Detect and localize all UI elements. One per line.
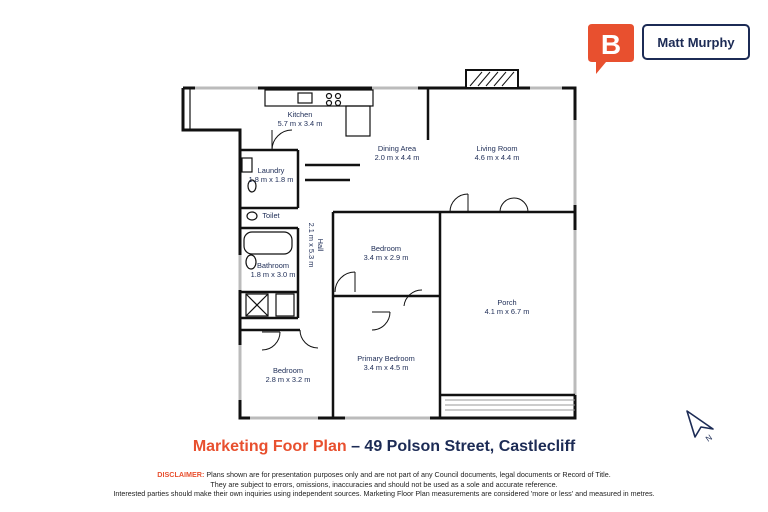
disclaimer: DISCLAIMER: Plans shown are for presenta… bbox=[60, 470, 708, 499]
room-size-primary-bedroom: 3.4 m x 4.5 m bbox=[364, 363, 409, 372]
room-name-primary-bedroom: Primary Bedroom bbox=[357, 354, 415, 363]
disclaimer-label: DISCLAIMER: bbox=[157, 470, 205, 479]
room-size-porch: 4.1 m x 6.7 m bbox=[485, 307, 530, 316]
room-name-living: Living Room bbox=[476, 144, 517, 153]
room-size-bedroom-1: 3.4 m x 2.9 m bbox=[364, 253, 409, 262]
room-size-bathroom: 1.8 m x 3.0 m bbox=[251, 270, 296, 279]
room-size-kitchen: 5.7 m x 3.4 m bbox=[278, 119, 323, 128]
disclaimer-line-1: Plans shown are for presentation purpose… bbox=[204, 470, 611, 479]
room-name-porch: Porch bbox=[497, 298, 516, 307]
brand: B Matt Murphy bbox=[584, 22, 754, 74]
b-logo-icon: B bbox=[588, 24, 634, 74]
room-size-dining: 2.0 m x 4.4 m bbox=[375, 153, 420, 162]
room-size-living: 4.6 m x 4.4 m bbox=[475, 153, 520, 162]
room-size-laundry: 1.8 m x 1.8 m bbox=[249, 175, 294, 184]
disclaimer-line-3: Interested parties should make their own… bbox=[113, 489, 655, 499]
room-name-toilet: Toilet bbox=[262, 211, 279, 220]
title-separator: – bbox=[346, 438, 365, 455]
room-size-bedroom-2: 2.8 m x 3.2 m bbox=[266, 375, 311, 384]
room-name-dining: Dining Area bbox=[378, 144, 417, 153]
title-address: 49 Polson Street, Castlecliff bbox=[364, 438, 576, 455]
room-size-hall: 2.1 m x 5.3 m bbox=[307, 223, 316, 268]
room-name-kitchen: Kitchen bbox=[288, 110, 313, 119]
svg-text:B: B bbox=[601, 29, 621, 60]
room-name-bedroom-1: Bedroom bbox=[371, 244, 401, 253]
room-name-laundry: Laundry bbox=[258, 166, 285, 175]
north-arrow-icon: N bbox=[686, 410, 714, 444]
room-name-hall: Hall bbox=[316, 239, 325, 252]
windows bbox=[195, 86, 577, 420]
doors bbox=[261, 129, 529, 351]
plan-title: Marketing Foor Plan – 49 Polson Street, … bbox=[0, 438, 768, 456]
bathroom-fixtures bbox=[241, 157, 295, 317]
north-label: N bbox=[704, 433, 714, 444]
agent-name[interactable]: Matt Murphy bbox=[642, 24, 750, 60]
kitchen-counters bbox=[189, 88, 374, 137]
interior-walls bbox=[240, 88, 575, 418]
title-prefix: Marketing Foor Plan bbox=[192, 438, 347, 455]
room-name-bedroom-2: Bedroom bbox=[273, 366, 303, 375]
disclaimer-line-2: They are subject to errors, omissions, i… bbox=[210, 479, 558, 489]
room-name-bathroom: Bathroom bbox=[257, 261, 289, 270]
porch-steps bbox=[445, 399, 575, 411]
